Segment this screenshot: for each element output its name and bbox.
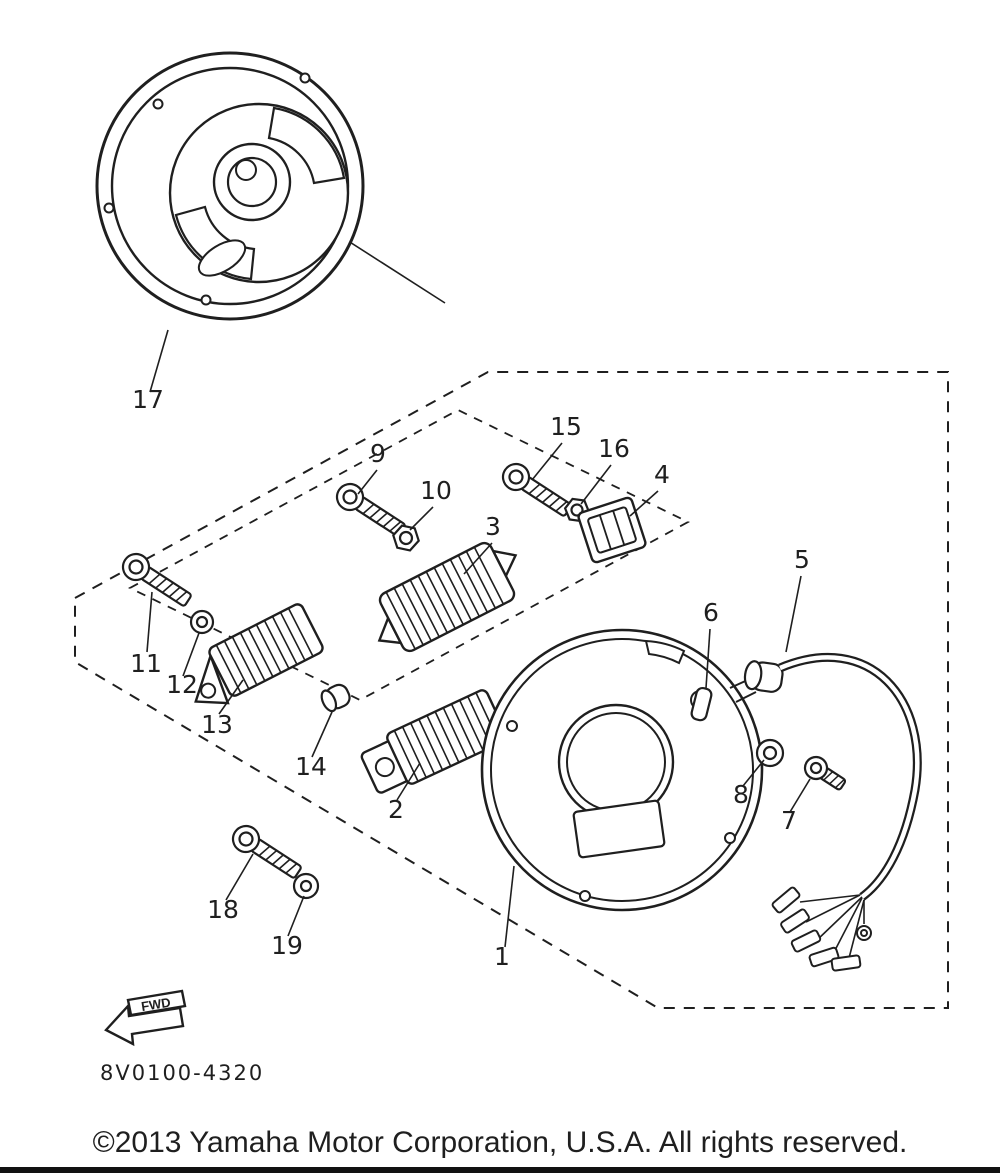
copyright-text: ©2013 Yamaha Motor Corporation, U.S.A. A…: [93, 1126, 908, 1159]
callout-5: 5: [794, 545, 810, 574]
callout-8: 8: [733, 780, 749, 809]
callout-3: 3: [485, 512, 501, 541]
wire-grommet: [743, 660, 784, 693]
callout-18: 18: [207, 895, 239, 924]
inner-dashed-boundary: [128, 408, 690, 702]
callout-11: 11: [130, 649, 162, 678]
coil-3: [377, 541, 518, 653]
fwd-arrow: FWD: [104, 989, 187, 1047]
callout-16: 16: [598, 434, 630, 463]
callout-12: 12: [166, 670, 198, 699]
screw-9: [335, 482, 406, 537]
callout-10: 10: [420, 476, 452, 505]
flywheel-rotor: [95, 51, 365, 321]
outer-dashed-boundary: [74, 371, 949, 1009]
callout-17: 17: [132, 385, 164, 414]
wire-clamp-6: [690, 686, 713, 722]
wire-harness-5: [729, 652, 922, 972]
leader-lines: [146, 329, 811, 948]
washer-8: [755, 738, 785, 768]
screw-11: [121, 552, 192, 607]
washer-19: [292, 872, 320, 900]
bottom-edge-bar: [0, 1167, 1000, 1173]
callout-7: 7: [781, 806, 797, 835]
callout-6: 6: [703, 598, 719, 627]
callout-13: 13: [201, 710, 233, 739]
washer-12: [189, 609, 215, 635]
wire-terminals: [771, 886, 872, 972]
part-number: 8V0100-4320: [100, 1061, 264, 1085]
callout-14: 14: [295, 752, 327, 781]
screw-15: [501, 462, 572, 517]
screw-18: [231, 824, 302, 879]
bolt-7: [803, 755, 847, 791]
callout-15: 15: [550, 412, 582, 441]
stator-plate-1: [480, 628, 764, 912]
callout-2: 2: [388, 795, 404, 824]
callout-1: 1: [494, 942, 510, 971]
callout-9: 9: [370, 439, 386, 468]
coil-13: [194, 603, 324, 705]
callout-19: 19: [271, 931, 303, 960]
grommet-14: [320, 683, 351, 713]
nut-10: [392, 524, 420, 552]
fwd-label: FWD: [140, 995, 172, 1014]
pickup-block-4: [577, 496, 647, 564]
callout-4: 4: [654, 460, 670, 489]
